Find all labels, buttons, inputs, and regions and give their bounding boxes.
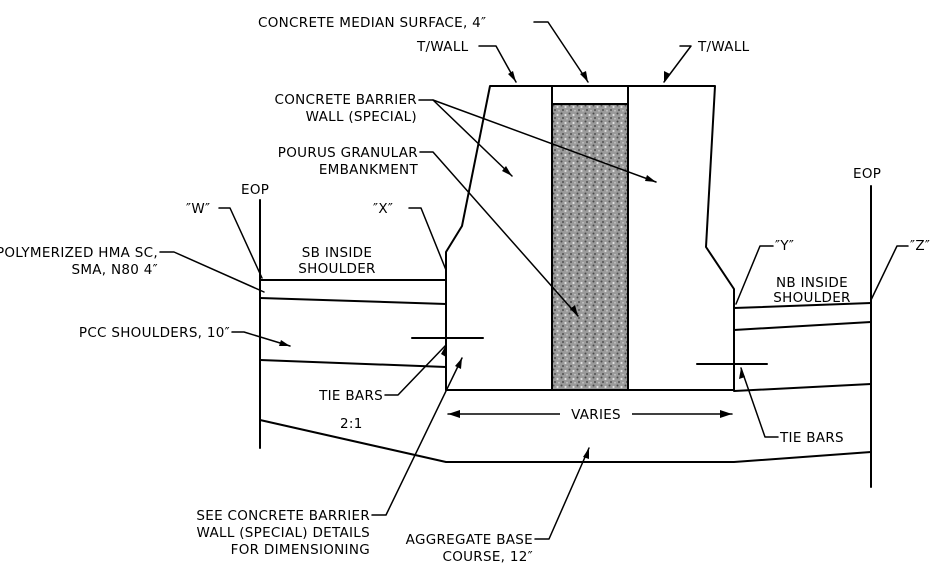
nb-pcc-bottom <box>733 383 872 392</box>
label-median-surface: CONCRETE MEDIAN SURFACE, 4″ <box>258 15 486 31</box>
leader-twall-right <box>663 45 692 83</box>
label-eop-right: EOP <box>853 166 881 182</box>
arrow-granular <box>570 305 578 316</box>
sb-hma-bottom <box>259 297 447 305</box>
varies-arrow-left <box>448 410 460 418</box>
leader-x <box>408 207 447 271</box>
leader-barrier-2 <box>432 99 657 183</box>
leader-tie-left <box>384 344 447 396</box>
leader-see-details <box>371 357 463 516</box>
label-slope: 2:1 <box>340 416 363 432</box>
label-sb-line1: SB INSIDE <box>302 245 372 261</box>
label-varies: VARIES <box>571 407 621 423</box>
nb-hma-bottom <box>733 321 872 331</box>
arrow-barrier-2 <box>645 175 656 182</box>
label-see-line3: FOR DIMENSIONING <box>231 542 370 558</box>
arrow-twall-left <box>508 71 516 82</box>
label-point-z: ″Z″ <box>910 238 930 254</box>
label-sb-line2: SHOULDER <box>298 261 375 277</box>
label-point-w: ″W″ <box>186 201 210 217</box>
label-nb-line2: SHOULDER <box>773 290 850 306</box>
arrow-see <box>455 358 462 369</box>
label-tie-left: TIE BARS <box>318 388 383 404</box>
label-eop-left: EOP <box>241 182 269 198</box>
label-point-x: ″X″ <box>373 201 393 217</box>
leader-aggregate <box>534 447 590 540</box>
granular-embankment-core <box>551 103 629 391</box>
arrow-barrier-1 <box>502 166 512 176</box>
varies-arrow-right <box>720 410 732 418</box>
label-twall-left: T/WALL <box>416 39 469 55</box>
label-granular-line1: POURUS GRANULAR <box>278 145 418 161</box>
aggregate-base-bottom <box>259 419 872 463</box>
leader-arrowheads <box>279 71 745 459</box>
label-see-line1: SEE CONCRETE BARRIER <box>196 508 370 524</box>
label-hma-line2: SMA, N80 4″ <box>71 262 158 278</box>
label-hma-line1: POLYMERIZED HMA SC, <box>0 245 158 261</box>
nb-pavement-top <box>733 302 872 309</box>
arrow-twall-right <box>664 71 670 82</box>
leader-z <box>870 245 909 301</box>
leader-pcc <box>231 331 291 347</box>
arrow-tie-right <box>739 368 745 379</box>
label-agg-line2: COURSE, 12″ <box>442 549 533 565</box>
leader-twall-left <box>478 45 517 83</box>
arrow-aggregate <box>583 448 589 459</box>
label-pcc: PCC SHOULDERS, 10″ <box>79 325 230 341</box>
leader-hma <box>159 251 265 293</box>
label-point-y: ″Y″ <box>775 238 794 254</box>
leader-granular <box>419 151 579 317</box>
arrow-pcc <box>279 340 290 346</box>
label-twall-right: T/WALL <box>697 39 750 55</box>
leader-y <box>735 245 774 305</box>
label-barrier-line2: WALL (SPECIAL) <box>306 109 417 125</box>
arrow-tie-left <box>441 345 446 357</box>
label-see-line2: WALL (SPECIAL) DETAILS <box>197 525 370 541</box>
median-surface-slab <box>551 85 629 105</box>
label-nb-line1: NB INSIDE <box>776 275 848 291</box>
leader-tie-right <box>740 367 779 438</box>
label-tie-right: TIE BARS <box>779 430 844 446</box>
leader-median-surface <box>533 21 589 83</box>
sb-pcc-bottom <box>259 359 447 368</box>
arrow-median <box>580 71 588 82</box>
varies-label-bg <box>560 403 632 423</box>
label-agg-line1: AGGREGATE BASE <box>406 532 533 548</box>
leader-lines <box>159 21 909 540</box>
label-granular-line2: EMBANKMENT <box>319 162 419 178</box>
label-barrier-line1: CONCRETE BARRIER <box>274 92 417 108</box>
leader-w <box>218 207 263 279</box>
